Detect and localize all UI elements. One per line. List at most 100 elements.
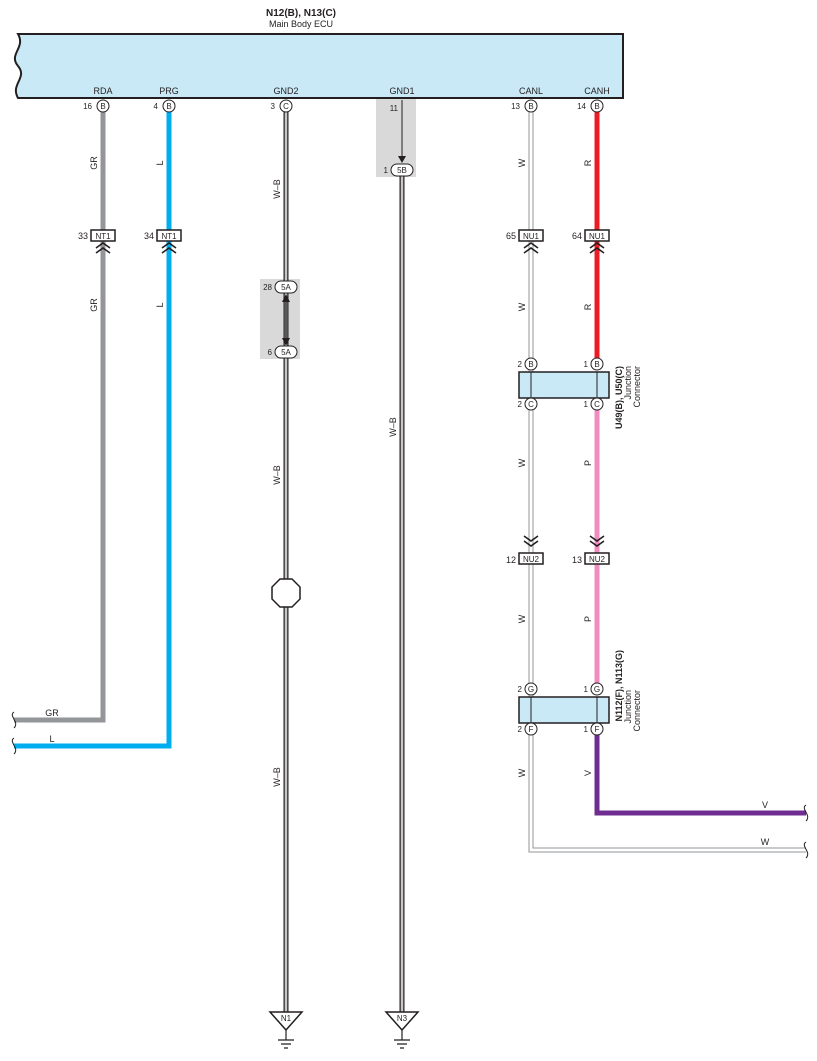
wire-break-right-v: [803, 804, 809, 822]
svg-text:11: 11: [390, 104, 399, 113]
ecu-pin-rda: 16 B: [83, 99, 110, 113]
svg-text:1: 1: [384, 166, 389, 175]
svg-text:2: 2: [518, 400, 523, 409]
wire-label-wb-gnd2-3: W–B: [272, 767, 282, 787]
wire-label-w-horizontal: W: [761, 837, 770, 847]
wire-prg-l: [14, 112, 172, 749]
svg-text:N3: N3: [397, 1014, 408, 1023]
junction-u49-sub2: Connector: [632, 366, 642, 408]
svg-text:NT1: NT1: [95, 232, 111, 241]
connector-5a: 28 5A 6 5A: [263, 280, 298, 359]
svg-text:64: 64: [572, 231, 582, 241]
wire-label-r-2: R: [583, 303, 593, 310]
svg-text:6: 6: [268, 348, 273, 357]
ground-n1: N1: [268, 1011, 304, 1049]
svg-text:F: F: [529, 725, 534, 734]
wire-label-v-horizontal: V: [762, 800, 768, 810]
svg-text:1: 1: [584, 725, 589, 734]
svg-text:B: B: [100, 102, 105, 111]
wire-label-v-vertical: V: [583, 770, 593, 776]
ecu-pin-canh: 14 B: [577, 99, 604, 113]
wire-label-w-2: W: [517, 302, 527, 311]
junction-n112-title: N112(F), N113(G): [614, 650, 624, 722]
svg-text:NU1: NU1: [589, 232, 606, 241]
wire-label-wb-gnd1: W–B: [388, 417, 398, 437]
svg-text:13: 13: [572, 555, 582, 565]
wire-label-gr-lower: GR: [89, 298, 99, 312]
connector-nt1-prg: 34 NT1: [144, 229, 182, 254]
connector-nu2-canl: 12 NU2: [506, 535, 544, 565]
svg-text:G: G: [528, 685, 534, 694]
wire-break-left-gr: [11, 711, 17, 729]
wire-label-wb-gnd2-1: W–B: [272, 179, 282, 199]
svg-text:C: C: [283, 102, 289, 111]
wire-label-w-5: W: [517, 768, 527, 777]
wire-label-gr-horizontal: GR: [45, 708, 59, 718]
svg-text:NU1: NU1: [523, 232, 540, 241]
svg-text:14: 14: [577, 102, 586, 111]
wire-label-w-1: W: [517, 158, 527, 167]
svg-text:65: 65: [506, 231, 516, 241]
ecu-title: N12(B), N13(C): [266, 8, 336, 19]
svg-text:2: 2: [518, 725, 523, 734]
svg-text:5A: 5A: [281, 348, 291, 357]
wire-label-p-2: P: [583, 616, 593, 622]
wire-label-w-3: W: [517, 458, 527, 467]
svg-text:B: B: [166, 102, 171, 111]
connector-nu2-p: 13 NU2: [572, 535, 610, 565]
connector-nu1-canh: 64 NU1: [572, 229, 610, 254]
connector-5b: 1 5B: [384, 163, 414, 177]
svg-text:NT1: NT1: [161, 232, 177, 241]
splice-point-octagon: [271, 578, 301, 608]
svg-text:C: C: [528, 400, 534, 409]
wire-canl-w: [528, 112, 806, 853]
junction-n112-sub2: Connector: [632, 690, 642, 732]
svg-text:13: 13: [511, 102, 520, 111]
svg-text:1: 1: [584, 360, 589, 369]
svg-text:5B: 5B: [397, 166, 407, 175]
svg-text:G: G: [594, 685, 600, 694]
svg-text:1: 1: [584, 685, 589, 694]
pin-name-gnd1: GND1: [389, 86, 414, 96]
svg-text:2: 2: [518, 685, 523, 694]
svg-text:B: B: [594, 102, 599, 111]
svg-text:2: 2: [518, 360, 523, 369]
wire-v: [594, 733, 806, 816]
svg-text:28: 28: [263, 283, 272, 292]
wire-break-left-l: [11, 737, 17, 755]
pin-name-canh: CANH: [584, 86, 610, 96]
pin-name-prg: PRG: [159, 86, 179, 96]
svg-text:N1: N1: [281, 1014, 292, 1023]
svg-text:33: 33: [78, 231, 88, 241]
wire-label-l-horizontal: L: [49, 734, 54, 744]
svg-text:NU2: NU2: [589, 555, 606, 564]
svg-text:16: 16: [83, 102, 92, 111]
ecu-pin-canl: 13 B: [511, 99, 538, 113]
wire-label-r-1: R: [583, 159, 593, 166]
wire-label-wb-gnd2-2: W–B: [272, 465, 282, 485]
wire-label-l-lower: L: [155, 302, 165, 307]
pin-name-gnd2: GND2: [273, 86, 298, 96]
wire-label-l-upper: L: [155, 160, 165, 165]
connector-nu1-canl: 65 NU1: [506, 229, 544, 254]
main-body-ecu-box: [13, 33, 624, 99]
ground-n3: N3: [384, 1011, 420, 1049]
junction-connector-n112-n113: 2 G 1 G 2 F 1 F N112(F), N113(G) Junctio…: [518, 650, 642, 736]
svg-text:NU2: NU2: [523, 555, 540, 564]
ecu-subtitle: Main Body ECU: [269, 19, 333, 29]
wire-label-p-1: P: [583, 460, 593, 466]
svg-text:34: 34: [144, 231, 154, 241]
junction-u49-title: U49(B), U50(C): [614, 366, 624, 429]
wire-label-gr-upper: GR: [89, 156, 99, 170]
svg-text:12: 12: [506, 555, 516, 565]
svg-text:1: 1: [584, 400, 589, 409]
svg-text:B: B: [594, 360, 599, 369]
ecu-pin-prg: 4 B: [154, 99, 176, 113]
pin-name-canl: CANL: [519, 86, 543, 96]
svg-text:5A: 5A: [281, 283, 291, 292]
svg-text:4: 4: [154, 102, 159, 111]
svg-text:3: 3: [271, 102, 276, 111]
junction-u49-sub1: Junction: [623, 366, 633, 400]
wire-rda-gr: [14, 112, 106, 723]
